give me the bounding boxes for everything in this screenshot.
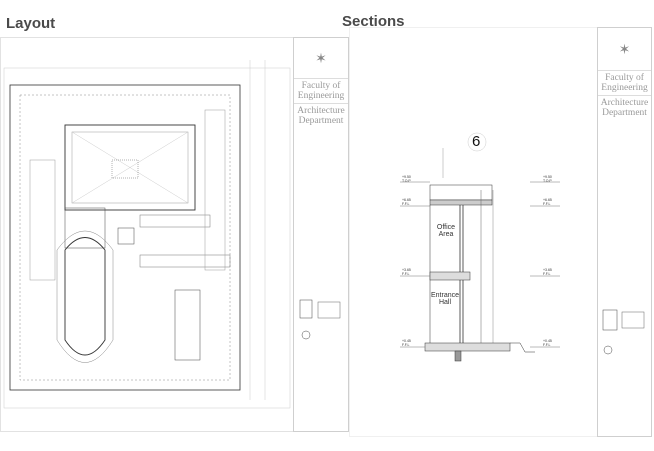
sections-heading: Sections — [342, 13, 405, 30]
building-section — [400, 132, 645, 362]
section-number: 6 — [472, 133, 481, 150]
level-tag: F.F.L — [402, 202, 410, 206]
level-value: +6.65 — [402, 198, 411, 202]
layout-heading: Layout — [6, 15, 56, 32]
level-value: +3.65 — [402, 268, 411, 272]
level-tag: F.F.L — [543, 202, 551, 206]
level-tag: F.F.L — [402, 343, 410, 347]
room-label-entrance-hall: Entrance Hall — [430, 292, 460, 306]
level-tag: F.F.L — [543, 343, 551, 347]
section-title-block: ✶ Faculty of Engineering Architecture De… — [597, 27, 652, 437]
level-value: +9.50 — [402, 175, 411, 179]
site-plan — [3, 60, 341, 409]
university-logo: ✶ — [618, 41, 631, 57]
level-value: +0.45 — [402, 339, 411, 343]
level-tag: F.F.L — [543, 272, 551, 276]
layout-sheet — [0, 37, 349, 432]
faculty-label: Faculty of Engineering — [598, 70, 651, 95]
department-label: Architecture Department — [294, 103, 348, 128]
room-label-office-area: Office Area — [436, 224, 456, 238]
level-value: +0.45 — [543, 339, 552, 343]
level-value: +3.65 — [543, 268, 552, 272]
layout-title-block: ✶ Faculty of Engineering Architecture De… — [293, 37, 349, 432]
level-value: +9.50 — [543, 175, 552, 179]
level-tag: F.F.L — [402, 272, 410, 276]
level-value: +6.65 — [543, 198, 552, 202]
department-label: Architecture Department — [598, 95, 651, 120]
level-tag: T.O.P — [402, 179, 411, 183]
level-tag: T.O.P — [543, 179, 552, 183]
university-logo: ✶ — [315, 50, 327, 66]
faculty-label: Faculty of Engineering — [294, 78, 348, 103]
